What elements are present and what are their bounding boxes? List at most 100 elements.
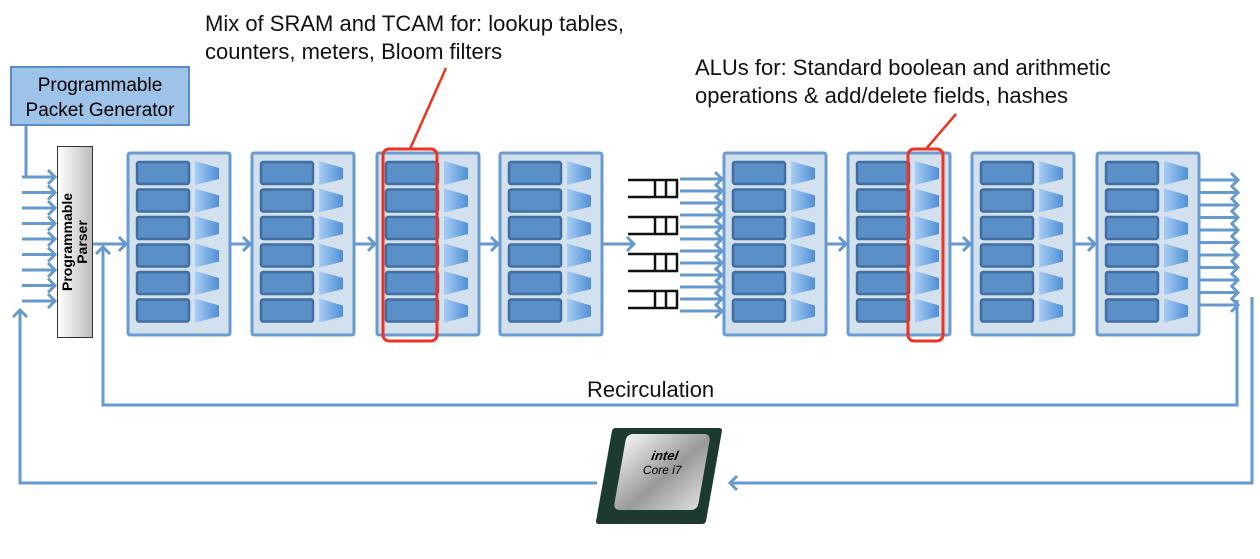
match-action-stage: [722, 151, 828, 337]
alu-icon: [1039, 243, 1063, 268]
arrowhead: [713, 278, 725, 296]
alu-icon: [319, 216, 343, 240]
lookup-table: [979, 270, 1035, 296]
packet-generator: Programmable Packet Generator: [10, 66, 190, 126]
arrowhead: [1229, 259, 1241, 276]
arrowhead: [489, 235, 501, 253]
alu-icon: [319, 298, 343, 323]
alu-icon: [567, 271, 591, 295]
lookup-table: [1104, 243, 1160, 268]
alu-icon: [1164, 271, 1188, 295]
alu-icon: [915, 188, 939, 213]
queue-icon: [628, 252, 679, 273]
alu-icon: [567, 243, 591, 268]
arrowhead: [1229, 221, 1241, 239]
lookup-table: [979, 160, 1035, 186]
alu-icon: [1164, 243, 1188, 268]
arrowhead: [46, 184, 58, 201]
arrowhead: [713, 218, 725, 236]
to-cpu-path: [730, 297, 1254, 485]
lookup-table: [1104, 298, 1160, 323]
programmable-parser: Programmable Parser: [57, 146, 93, 338]
lookup-table: [135, 298, 191, 323]
match-action-stage: [250, 151, 356, 337]
queue-slots: [628, 215, 679, 236]
arrowhead: [713, 194, 725, 212]
arrowhead: [117, 235, 129, 253]
arrowhead: [366, 235, 378, 253]
alu-icon: [567, 161, 591, 185]
alu-icon: [195, 188, 219, 213]
arrowhead: [46, 199, 58, 217]
lookup-table: [979, 298, 1035, 323]
lookup-table: [135, 270, 191, 296]
queue-icon: [628, 215, 679, 236]
lookup-table: [135, 243, 191, 268]
arrowhead: [961, 235, 973, 253]
lookup-table: [384, 298, 440, 323]
arrowhead: [727, 474, 739, 492]
arrowhead: [1229, 209, 1241, 226]
arrowhead: [713, 170, 725, 188]
generator-label-1: Programmable: [37, 75, 163, 96]
arrowhead: [11, 307, 29, 319]
arrowhead: [1229, 271, 1241, 289]
cpu-brand: intel: [650, 448, 680, 463]
alu-icon: [1164, 298, 1188, 323]
memory-annotation-line2: counters, meters, Bloom filters: [205, 39, 503, 64]
match-action-stage: [126, 151, 232, 337]
alu-icon: [567, 216, 591, 240]
arrowhead: [713, 290, 725, 308]
arrowhead: [1229, 171, 1241, 189]
memory-callout-line: [408, 67, 448, 150]
memory-annotation: Mix of SRAM and TCAM for: lookup tables,…: [205, 10, 624, 66]
arrowhead: [837, 235, 849, 253]
lookup-table: [855, 188, 911, 213]
lookup-table: [259, 270, 315, 296]
lookup-table: [384, 188, 440, 213]
arrowhead: [625, 235, 637, 253]
arrowhead: [713, 254, 725, 272]
arrowhead: [46, 168, 58, 186]
arrowhead: [46, 230, 58, 248]
arrowhead: [1229, 196, 1241, 214]
match-action-stage: [1095, 151, 1201, 337]
lookup-table: [979, 188, 1035, 213]
alu-icon: [1164, 161, 1188, 185]
lookup-table: [507, 188, 563, 213]
arrowhead: [713, 242, 725, 260]
lookup-table: [259, 215, 315, 241]
alu-icon: [791, 271, 815, 295]
lookup-table: [507, 215, 563, 241]
alu-icon: [319, 271, 343, 295]
alu-icon: [1039, 298, 1063, 323]
lookup-table: [507, 243, 563, 268]
arrowhead: [241, 235, 253, 253]
lookup-table: [731, 270, 787, 296]
lookup-table: [855, 160, 911, 186]
alu-icon: [915, 161, 939, 185]
alu-icon: [195, 161, 219, 185]
queue-slots: [628, 252, 679, 273]
lookup-table: [855, 270, 911, 296]
alu-icon: [444, 188, 468, 213]
alu-icon: [444, 243, 468, 268]
alu-icon: [791, 216, 815, 240]
arrowhead: [46, 292, 58, 310]
alu-callout-line: [925, 113, 957, 150]
lookup-table: [384, 243, 440, 268]
recirculation-label: Recirculation: [587, 377, 715, 402]
lookup-table: [135, 160, 191, 186]
lookup-table: [384, 215, 440, 241]
queue-slots: [628, 289, 679, 310]
parser-label-2: Parser: [74, 220, 90, 264]
alu-icon: [1039, 188, 1063, 213]
alu-icon: [319, 188, 343, 213]
alu-icon: [1039, 161, 1063, 185]
alu-annotation: ALUs for: Standard boolean and arithmeti…: [695, 54, 1111, 110]
alu-icon: [444, 271, 468, 295]
lookup-table: [135, 215, 191, 241]
lookup-table: [731, 188, 787, 213]
alu-icon: [567, 188, 591, 213]
